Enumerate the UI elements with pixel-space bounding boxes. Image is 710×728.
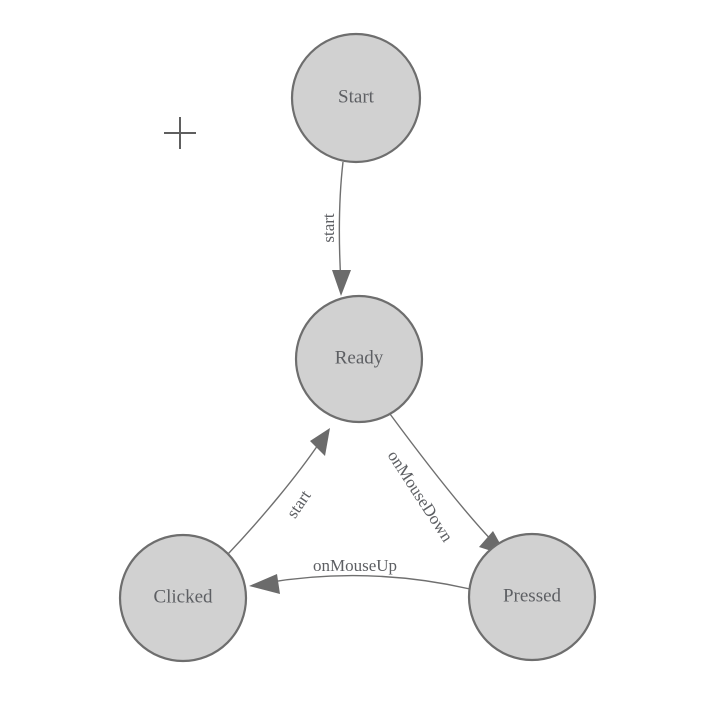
state-node-pressed[interactable]: Pressed bbox=[467, 532, 597, 662]
state-node-clicked-circle[interactable] bbox=[118, 533, 248, 663]
edge-ready-to-pressed[interactable]: onMouseDown bbox=[384, 413, 507, 556]
state-node-pressed-label: Pressed bbox=[503, 585, 562, 606]
edge-start-to-ready-label: start bbox=[319, 213, 338, 243]
state-node-start[interactable]: Start bbox=[290, 32, 422, 164]
state-node-start-label: Start bbox=[338, 86, 375, 107]
crosshair-marker bbox=[164, 117, 196, 149]
edge-clicked-to-ready-arrowhead bbox=[310, 428, 330, 456]
edge-pressed-to-clicked-arrowhead bbox=[249, 574, 280, 594]
edge-ready-to-pressed-path bbox=[389, 413, 498, 547]
state-node-start-circle[interactable] bbox=[290, 32, 422, 164]
edge-clicked-to-ready-path bbox=[227, 441, 321, 555]
edge-ready-to-pressed-label: onMouseDown bbox=[384, 447, 457, 546]
edge-pressed-to-clicked-path bbox=[264, 575, 471, 590]
edge-start-to-ready-path bbox=[338, 161, 344, 285]
state-node-clicked[interactable]: Clicked bbox=[118, 533, 248, 663]
state-node-pressed-circle[interactable] bbox=[467, 532, 597, 662]
edge-clicked-to-ready[interactable]: start bbox=[227, 428, 330, 555]
state-node-ready[interactable]: Ready bbox=[294, 294, 424, 424]
edge-start-to-ready[interactable]: start bbox=[319, 161, 351, 296]
edge-clicked-to-ready-label: start bbox=[283, 486, 315, 521]
state-node-ready-label: Ready bbox=[335, 347, 384, 368]
state-node-clicked-label: Clicked bbox=[153, 586, 213, 607]
state-node-ready-circle[interactable] bbox=[294, 294, 424, 424]
edge-pressed-to-clicked[interactable]: onMouseUp bbox=[249, 556, 471, 594]
edge-pressed-to-clicked-label: onMouseUp bbox=[313, 556, 397, 575]
edge-start-to-ready-arrowhead bbox=[332, 270, 351, 296]
